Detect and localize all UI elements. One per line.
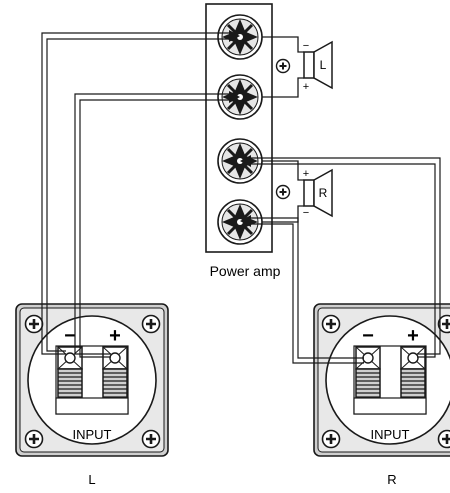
speaker-panel-right: − + INPUT R bbox=[313, 303, 450, 487]
speaker-right-input-label: INPUT bbox=[371, 427, 410, 442]
speaker-symbol-left-letter: L bbox=[320, 58, 327, 72]
speaker-symbol-left-plus: + bbox=[303, 81, 309, 93]
speaker-left-input-label: INPUT bbox=[73, 427, 112, 442]
arrow-left-plus bbox=[229, 91, 240, 103]
speaker-left-name: L bbox=[88, 472, 95, 487]
speaker-symbol-left-minus: − bbox=[303, 40, 309, 52]
arrow-right-plus bbox=[240, 155, 251, 167]
screw-icon bbox=[321, 314, 341, 334]
speaker-right-plus-label: + bbox=[407, 325, 419, 347]
speaker-symbol-right-minus: − bbox=[303, 207, 309, 219]
wire-right-plus bbox=[248, 157, 441, 358]
speaker-symbol-right-letter: R bbox=[319, 186, 328, 200]
speaker-right-minus-label: − bbox=[362, 325, 374, 347]
plus-marker-right bbox=[275, 184, 291, 200]
speaker-panel-left: − + INPUT L bbox=[15, 303, 169, 487]
amp-post-right-minus bbox=[216, 198, 264, 246]
wire-right-minus bbox=[248, 217, 364, 364]
wire-arrows bbox=[229, 30, 251, 227]
screw-icon bbox=[24, 429, 44, 449]
screw-icon bbox=[141, 429, 161, 449]
plus-marker-left bbox=[275, 58, 291, 74]
screw-icon bbox=[24, 314, 44, 334]
speaker-left-plus-label: + bbox=[109, 325, 121, 347]
speaker-left-minus-label: − bbox=[64, 325, 76, 347]
speaker-symbol-right: + − R bbox=[262, 160, 333, 223]
speaker-symbol-left: − + L bbox=[262, 36, 333, 98]
wiring bbox=[41, 32, 441, 364]
speaker-symbol-right-plus: + bbox=[303, 168, 309, 180]
screw-icon bbox=[437, 429, 450, 449]
power-amp: Power amp bbox=[205, 3, 281, 279]
speaker-right-name: R bbox=[387, 472, 396, 487]
amp-post-left-minus bbox=[216, 13, 264, 61]
screw-icon bbox=[141, 314, 161, 334]
wire-left-plus bbox=[74, 93, 232, 358]
arrow-right-minus bbox=[240, 215, 251, 227]
arrow-left-minus bbox=[229, 30, 240, 42]
amp-label: Power amp bbox=[210, 263, 281, 279]
screw-icon bbox=[321, 429, 341, 449]
wire-left-minus bbox=[41, 32, 232, 355]
